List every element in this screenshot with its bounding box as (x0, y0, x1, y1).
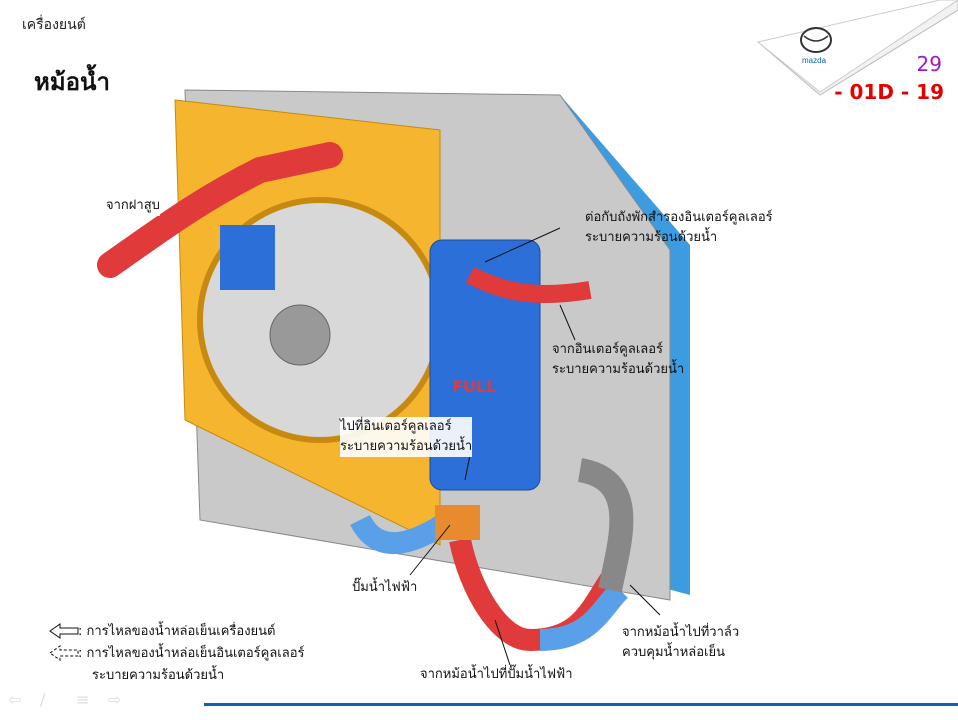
bottom-rule (204, 703, 958, 706)
label-from-intercooler: จากอินเตอร์คูลเลอร์ระบายความร้อนด้วยน้ำ (552, 342, 685, 377)
intercooler-hose (465, 266, 592, 303)
nav-menu-icon[interactable]: ≡ (76, 690, 90, 709)
label-to-intercooler: ไปที่อินเตอร์คูลเลอร์ระบายความร้อนด้วยน้… (340, 417, 473, 457)
upper-hose (97, 142, 343, 278)
nav-pen-icon[interactable]: ∕ (40, 690, 46, 709)
label-to-intercooler-tank: ต่อกับถังพักสำรองอินเตอร์คูลเลอร์ระบายคว… (585, 210, 773, 245)
solid-arrow-icon (49, 623, 79, 639)
label-from-cylinder-head: จากฝาสูบ (106, 196, 160, 216)
mazda-logo-banner: mazda (756, 0, 958, 96)
legend-solid: : การไหลของน้ำหล่อเย็นเครื่องยนต์ (78, 624, 276, 639)
radiator-illustration: FULL (97, 89, 690, 666)
label-radiator-to-pump: จากหม้อน้ำไปที่ปั๊มน้ำไฟฟ้า (420, 667, 573, 682)
legend: : การไหลของน้ำหล่อเย็นเครื่องยนต์ : การไ… (48, 622, 305, 683)
legend-dashed: : การไหลของน้ำหล่อเย็นอินเตอร์คูลเลอร์ (78, 646, 305, 661)
page-title: หม้อน้ำ (34, 68, 110, 96)
full-mark: FULL (452, 377, 496, 396)
label-electric-pump: ปั๊มน้ำไฟฟ้า (352, 578, 418, 598)
logo-text: mazda (802, 56, 827, 65)
page-code: - 01D - 19 (834, 80, 944, 104)
sensor-box (220, 225, 275, 290)
legend-dashed-line2: ระบายความร้อนด้วยน้ำ (92, 668, 225, 683)
mazda-emblem-icon (800, 27, 832, 53)
page-number: 29 (916, 52, 942, 76)
dashed-arrow-icon (49, 645, 79, 661)
valve-hose (577, 458, 634, 593)
nav-forward-icon[interactable]: ⇨ (108, 690, 122, 709)
label-radiator-to-valve: จากหม้อน้ำไปที่วาล์วควบคุมน้ำหล่อเย็น (622, 625, 740, 660)
section-label: เครื่องยนต์ (22, 17, 86, 33)
nav-back-icon[interactable]: ⇦ (8, 690, 22, 709)
